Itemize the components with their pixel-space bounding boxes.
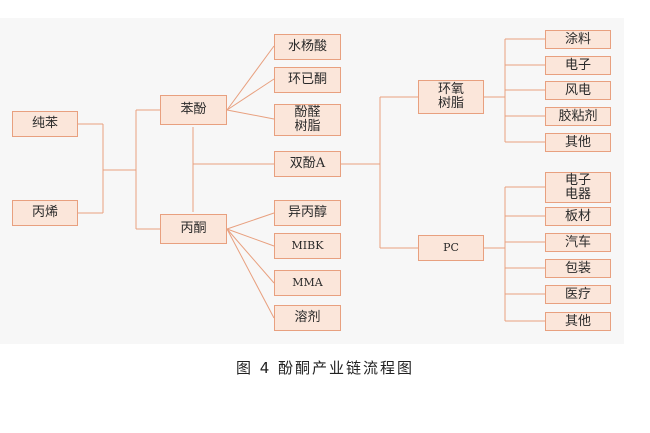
node-phenolic-resin: 酚醛 树脂 (274, 104, 341, 136)
node-medical: 医疗 (545, 285, 611, 304)
node-mma: MMA (274, 270, 341, 296)
node-wind-power: 风电 (545, 81, 611, 100)
node-automotive: 汽车 (545, 233, 611, 252)
node-other-epoxy: 其他 (545, 133, 611, 152)
node-epoxy-resin: 环氧 树脂 (418, 80, 484, 114)
node-coating: 涂料 (545, 30, 611, 49)
node-electronics: 电子 (545, 56, 611, 75)
node-other-pc: 其他 (545, 312, 611, 331)
figure-caption: 图 4 酚酮产业链流程图 (235, 359, 415, 377)
node-packaging: 包装 (545, 259, 611, 278)
node-mibk: MIBK (274, 233, 341, 259)
node-phenol: 苯酚 (160, 95, 227, 125)
node-pure-benzene: 纯苯 (12, 111, 78, 137)
node-solvent: 溶剂 (274, 305, 341, 331)
node-pc: PC (418, 235, 484, 261)
node-salicylic-acid: 水杨酸 (274, 34, 341, 60)
node-acetone: 丙酮 (160, 214, 227, 244)
node-adhesive: 胶粘剂 (545, 107, 611, 126)
node-propylene: 丙烯 (12, 200, 78, 226)
node-bisphenol-a: 双酚A (274, 151, 341, 177)
node-electronic-appliances: 电子 电器 (545, 172, 611, 203)
node-isopropanol: 异丙醇 (274, 200, 341, 226)
node-cyclohexanone: 环已酮 (274, 67, 341, 93)
node-sheet: 板材 (545, 207, 611, 226)
